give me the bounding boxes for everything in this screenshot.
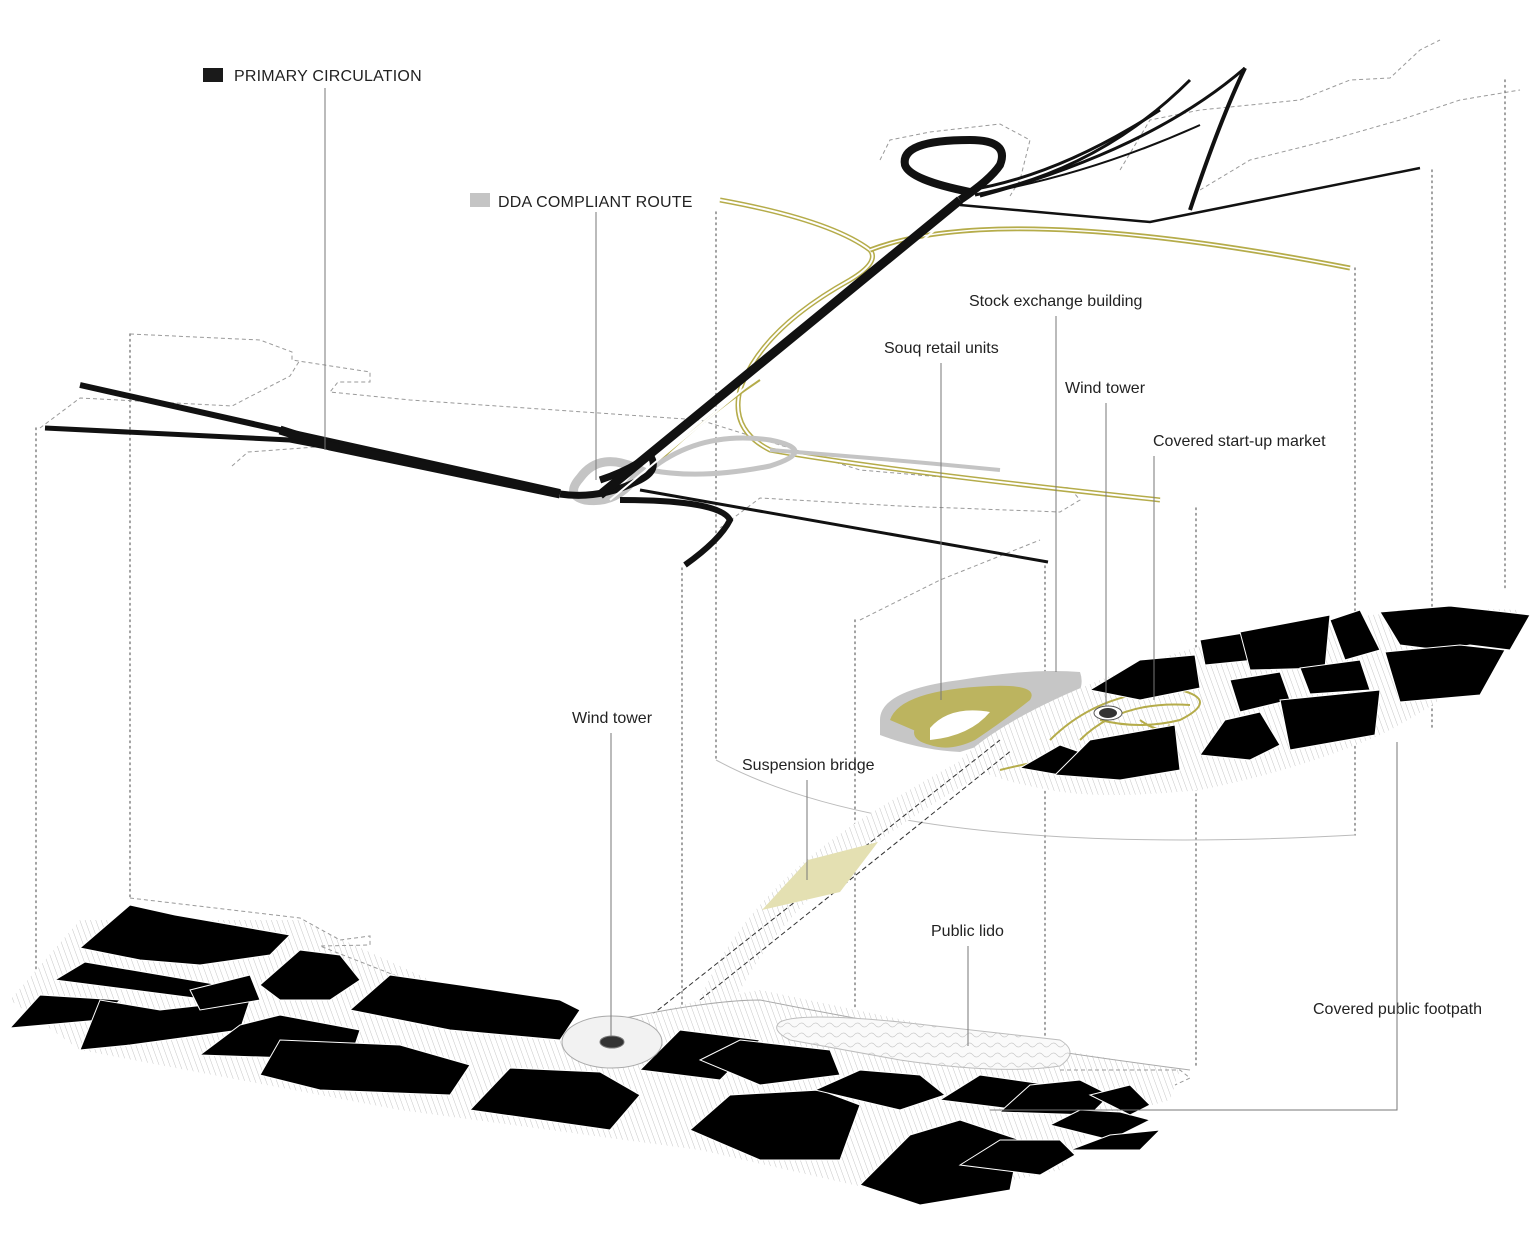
legend: PRIMARY CIRCULATION DDA COMPLIANT ROUTE (203, 68, 693, 211)
wind-tower-upper (1093, 705, 1123, 721)
primary-circulation-swatch (203, 68, 223, 82)
primary-circulation-label: PRIMARY CIRCULATION (234, 68, 422, 85)
label-wind-tower-lower: Wind tower (572, 710, 653, 727)
leader-covered-footpath (990, 742, 1398, 1111)
upper-buildings (1018, 605, 1531, 781)
public-lido (776, 1016, 1071, 1070)
label-startup-market: Covered start-up market (1153, 433, 1326, 450)
label-wind-tower-upper: Wind tower (1065, 380, 1146, 397)
suspension-bridge (619, 739, 1013, 1041)
lower-edge-line (569, 999, 1191, 1071)
annotations: Stock exchange building Souq retail unit… (572, 293, 1482, 1111)
dda-route-swatch (470, 193, 490, 207)
primary-circulation-roads (44, 66, 1421, 568)
label-public-lido: Public lido (931, 923, 1004, 940)
lower-buildings (8, 904, 1162, 1206)
wind-tower-lower (561, 1015, 663, 1069)
dda-route-label: DDA COMPLIANT ROUTE (498, 194, 693, 211)
upper-plaza-guide-curve (715, 759, 1356, 841)
label-suspension-bridge: Suspension bridge (742, 757, 875, 774)
souq-retail-units (890, 685, 1032, 748)
label-souq-retail: Souq retail units (884, 340, 999, 357)
lower-site-outline (129, 897, 1191, 1086)
label-stock-exchange: Stock exchange building (969, 293, 1142, 310)
